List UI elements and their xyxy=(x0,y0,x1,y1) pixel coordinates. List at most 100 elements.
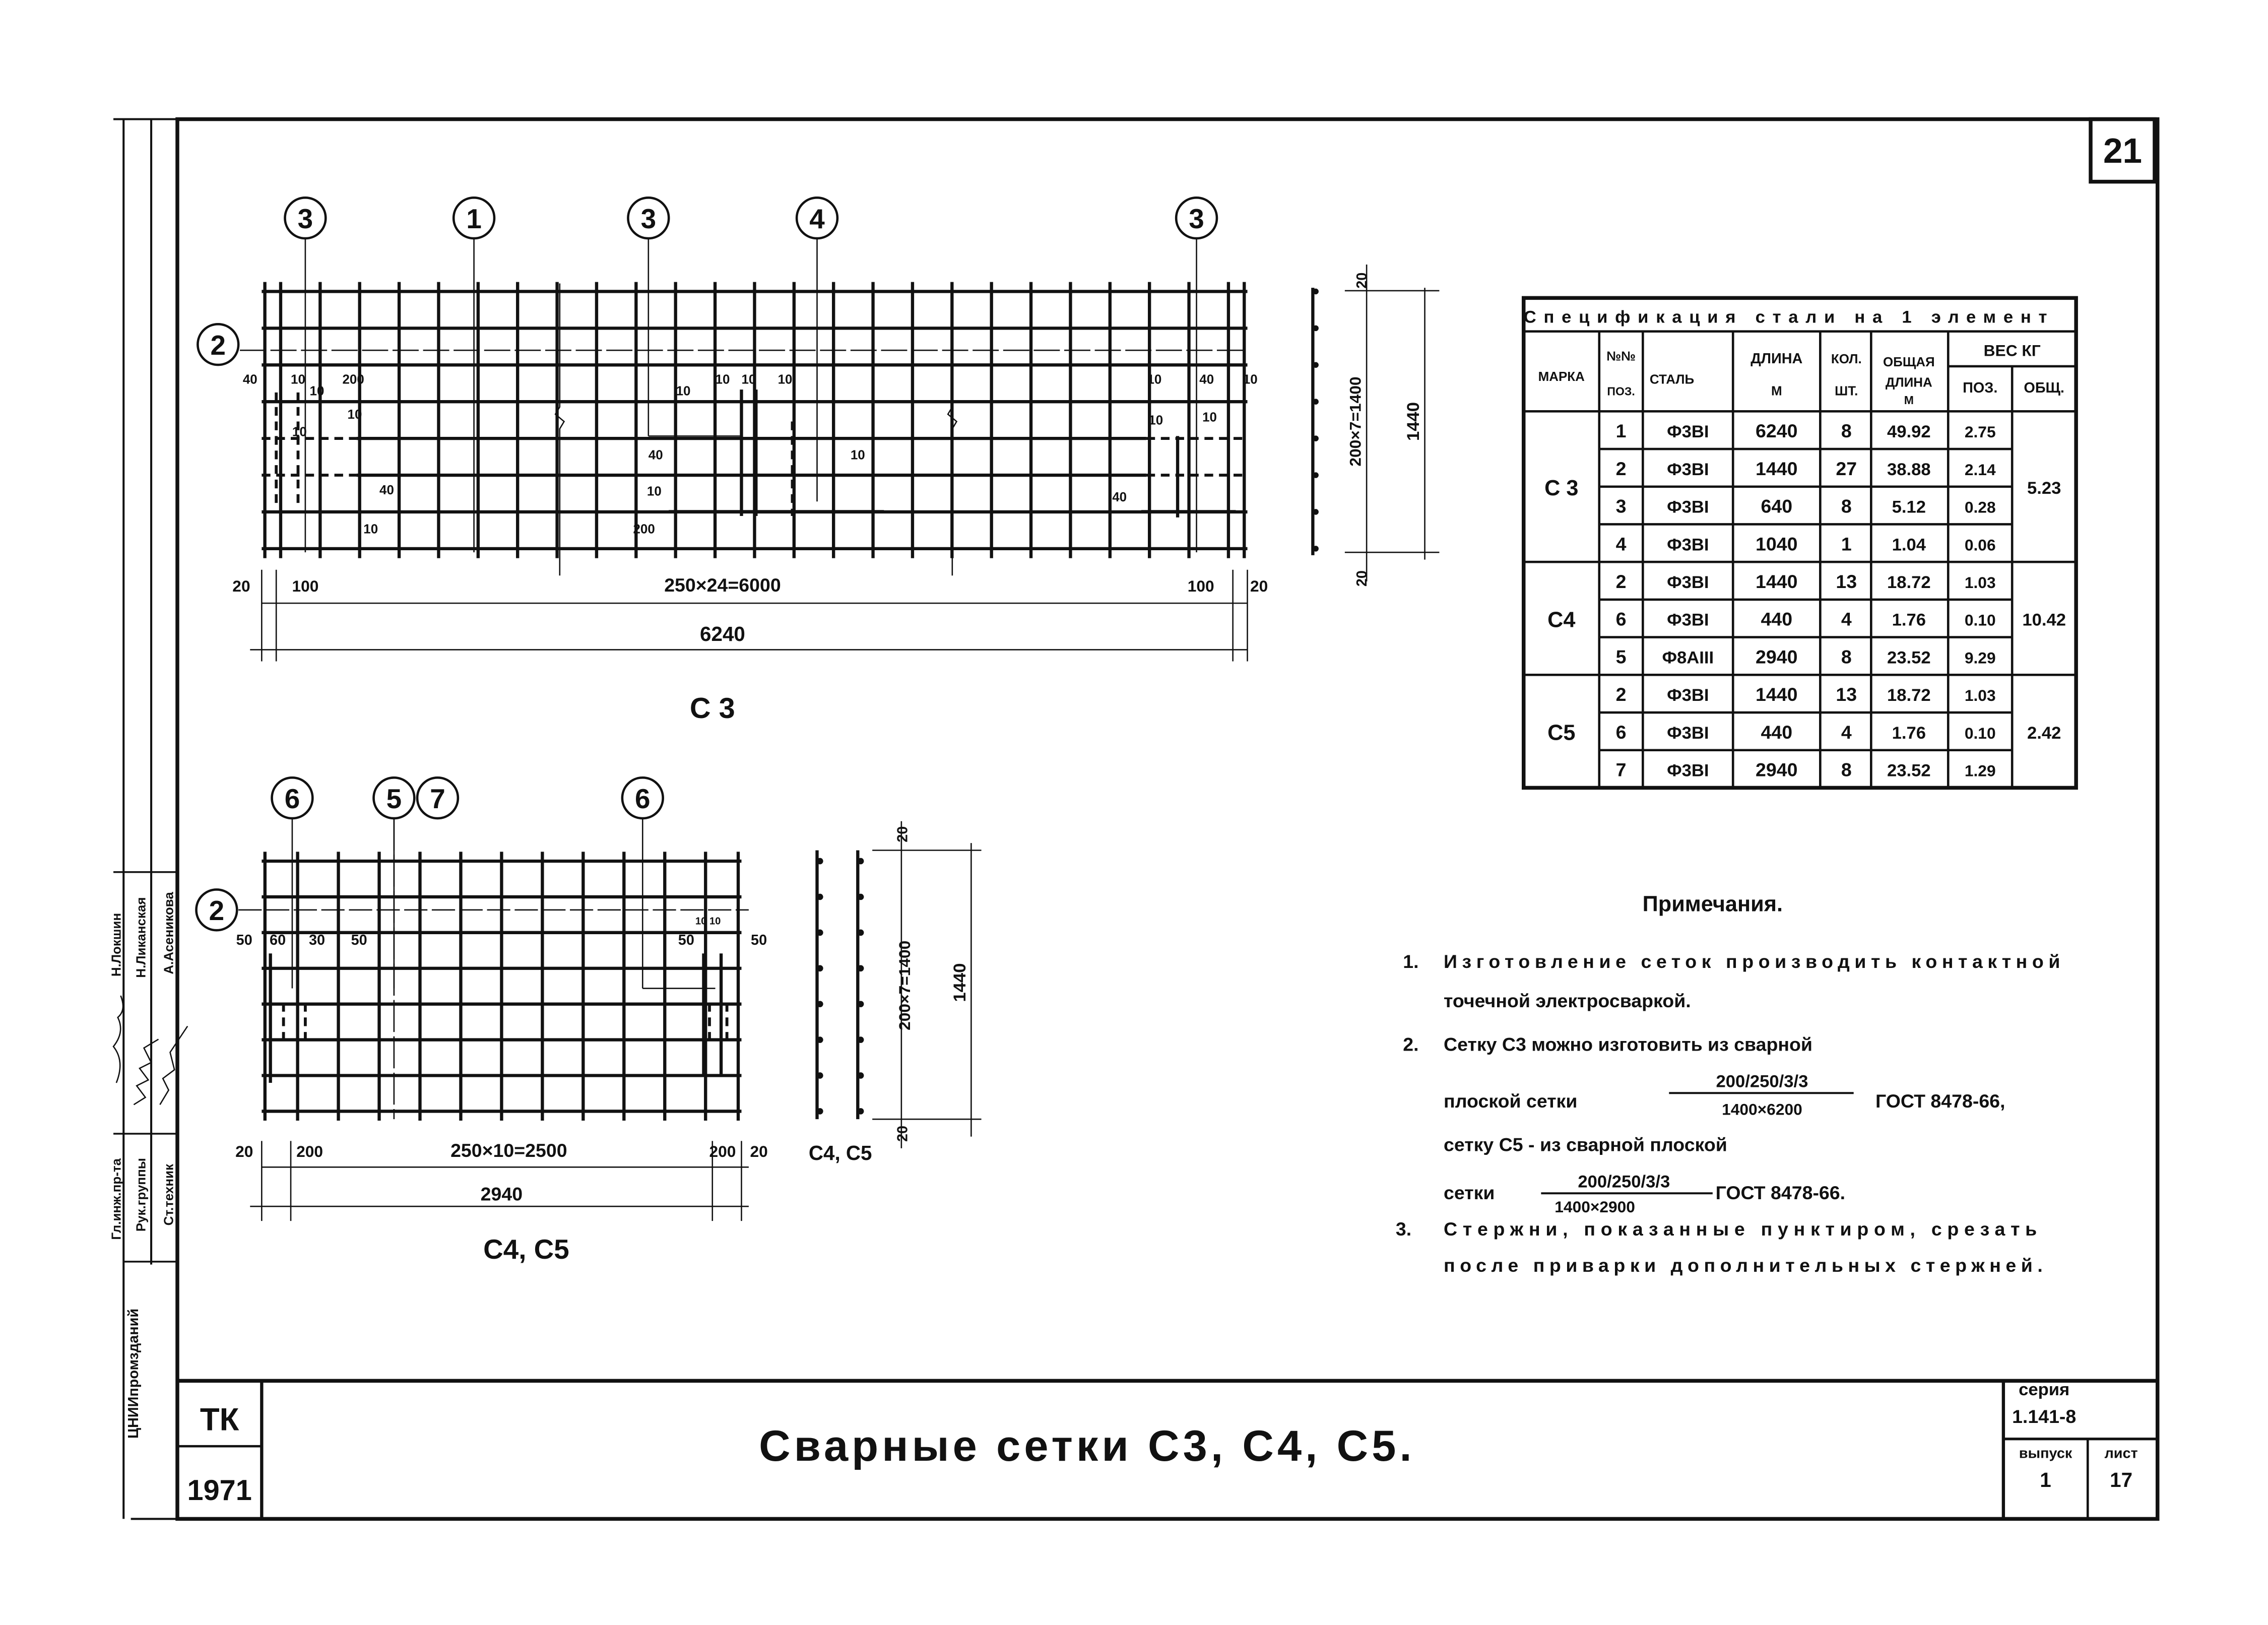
cell-length: 6240 xyxy=(1756,420,1797,441)
note-2-line-6: ГОСТ 8478-66. xyxy=(1716,1182,1845,1203)
issue-label: выпуск xyxy=(2019,1445,2072,1461)
side-dimension: 200×7=1400 xyxy=(895,941,914,1030)
cell-total-length: 1.76 xyxy=(1892,724,1926,743)
table-weight-total: 2.42 xyxy=(2027,724,2061,743)
title-block: ТК 1971 Сварные сетки С3, С4, С5. серия … xyxy=(177,1379,2158,1519)
cell-qty: 4 xyxy=(1841,722,1852,743)
cell-weight: 0.10 xyxy=(1965,611,1996,629)
notes-heading: Примечания. xyxy=(1643,892,1783,917)
side-view-bar-section xyxy=(1313,399,1319,405)
detail-dimension: 50 xyxy=(678,932,694,948)
callout-position-6-label: 6 xyxy=(285,783,300,814)
callout-position-2-label: 2 xyxy=(209,895,224,926)
stamp-role-1: Гл.инж.пр-та xyxy=(108,1158,123,1240)
cell-steel: Ф8АIII xyxy=(1662,648,1714,667)
header-weight: ВЕС КГ xyxy=(1984,342,2041,360)
cell-weight: 1.29 xyxy=(1965,762,1996,780)
signature-1 xyxy=(112,995,124,1083)
note-2-fraction-2-den: 1400×2900 xyxy=(1554,1198,1635,1216)
mesh-label: С4, С5 xyxy=(483,1233,569,1265)
detail-dimension: 40 xyxy=(1112,489,1127,504)
header-pos: ПОЗ. xyxy=(1607,385,1635,398)
dimension-label: 250×24=6000 xyxy=(664,574,781,596)
dimension-label: 100 xyxy=(1188,577,1214,595)
side-view-bar-section xyxy=(1313,472,1319,478)
note-2-fraction-1-den: 1400×6200 xyxy=(1722,1100,1802,1119)
side-view-bar-section xyxy=(857,929,864,936)
detail-dimension: 10 xyxy=(647,484,662,499)
cell-steel: Ф3ВI xyxy=(1667,422,1709,441)
note-2-fraction-1-num: 200/250/3/3 xyxy=(1716,1072,1808,1091)
side-view-bar-section xyxy=(857,1036,864,1043)
cell-weight: 2.75 xyxy=(1965,423,1996,441)
cell-steel: Ф3ВI xyxy=(1667,573,1709,592)
cell-pos: 3 xyxy=(1616,496,1627,517)
header-qty: ШТ. xyxy=(1835,383,1858,399)
cell-total-length: 5.12 xyxy=(1892,498,1926,517)
detail-dimension: 40 xyxy=(649,447,663,463)
cell-total-length: 1.04 xyxy=(1892,535,1926,554)
note-2-line-5: сетки xyxy=(1444,1182,1495,1203)
detail-dimension: 10 xyxy=(676,383,691,399)
detail-dimension: 10 xyxy=(851,447,865,463)
callout-position-2-circle xyxy=(197,322,240,366)
series-label: серия xyxy=(2019,1380,2069,1399)
note-2-line-1: Сетку С3 можно изготовить из сварной xyxy=(1444,1034,1812,1055)
break-line xyxy=(554,283,565,576)
note-3-number: 3. xyxy=(1396,1218,1411,1240)
issue-number: 1 xyxy=(2040,1468,2051,1491)
cell-pos: 2 xyxy=(1616,458,1627,479)
callout-position-3-label: 3 xyxy=(298,203,313,234)
cell-total-length: 23.52 xyxy=(1887,648,1931,667)
side-view-bar-section xyxy=(857,1001,864,1008)
stamp-role-3: Ст.техник xyxy=(161,1164,176,1225)
cell-qty: 8 xyxy=(1841,420,1852,441)
cell-steel: Ф3ВI xyxy=(1667,761,1709,781)
sheet-number-box: 21 xyxy=(2089,117,2157,184)
org-code: ТК xyxy=(200,1402,239,1437)
detail-dimension: 10 xyxy=(348,407,362,422)
cell-steel: Ф3ВI xyxy=(1667,724,1709,743)
side-view-bar-section xyxy=(816,1001,823,1008)
side-view-bar-section xyxy=(857,893,864,900)
detail-dimension: 10 xyxy=(716,372,730,387)
detail-dimension: 200 xyxy=(633,522,655,537)
side-view-bar-section xyxy=(816,893,823,900)
detail-dimension: 30 xyxy=(309,932,325,948)
detail-dimension: 60 xyxy=(270,932,286,948)
table-weight-total: 10.42 xyxy=(2022,611,2066,630)
side-view-bar-section xyxy=(857,1108,864,1115)
cell-pos: 6 xyxy=(1616,609,1627,630)
side-view-bar-section xyxy=(1313,325,1319,332)
stamp-name-3: А.Асеникова xyxy=(161,892,176,974)
cell-length: 640 xyxy=(1761,496,1792,517)
detail-dimension: 10 xyxy=(292,424,307,439)
cell-total-length: 49.92 xyxy=(1887,422,1931,441)
cell-weight: 0.28 xyxy=(1965,498,1996,516)
side-view-bar-section xyxy=(1313,435,1319,441)
detail-dimension: 40 xyxy=(1199,372,1214,387)
side-dimension: 20 xyxy=(894,1126,911,1142)
callout-position-2-label: 2 xyxy=(211,330,226,361)
cell-length: 440 xyxy=(1761,722,1792,743)
cell-total-length: 38.88 xyxy=(1887,460,1931,479)
header-total-length: ДЛИНА xyxy=(1886,374,1932,389)
cell-length: 1440 xyxy=(1756,571,1797,592)
callout-position-5-label: 5 xyxy=(386,783,402,814)
sheet-no: 17 xyxy=(2110,1468,2132,1491)
callout-position-4-label: 4 xyxy=(809,203,825,234)
detail-dimension: 40 xyxy=(379,482,394,497)
note-1-line-2: точечной электросваркой. xyxy=(1444,990,1691,1011)
detail-dimension: 10 10 xyxy=(695,916,721,927)
detail-dimension: 10 xyxy=(291,372,305,387)
approval-stamp: Н.Локшин Н.Ликанская А.Асеникова Гл.инж.… xyxy=(108,892,188,1439)
note-3-line-1: Стержни, показанные пунктиром, срезать xyxy=(1444,1218,2037,1240)
drawing-title: Сварные сетки С3, С4, С5. xyxy=(759,1422,1420,1470)
cell-length: 1040 xyxy=(1756,533,1797,554)
side-view-bar-section xyxy=(816,929,823,936)
side-view-bar-section xyxy=(1313,362,1319,368)
callout-position-7-label: 7 xyxy=(430,783,445,814)
callout-position-1-label: 1 xyxy=(466,203,481,234)
header-steel: СТАЛЬ xyxy=(1650,372,1694,387)
